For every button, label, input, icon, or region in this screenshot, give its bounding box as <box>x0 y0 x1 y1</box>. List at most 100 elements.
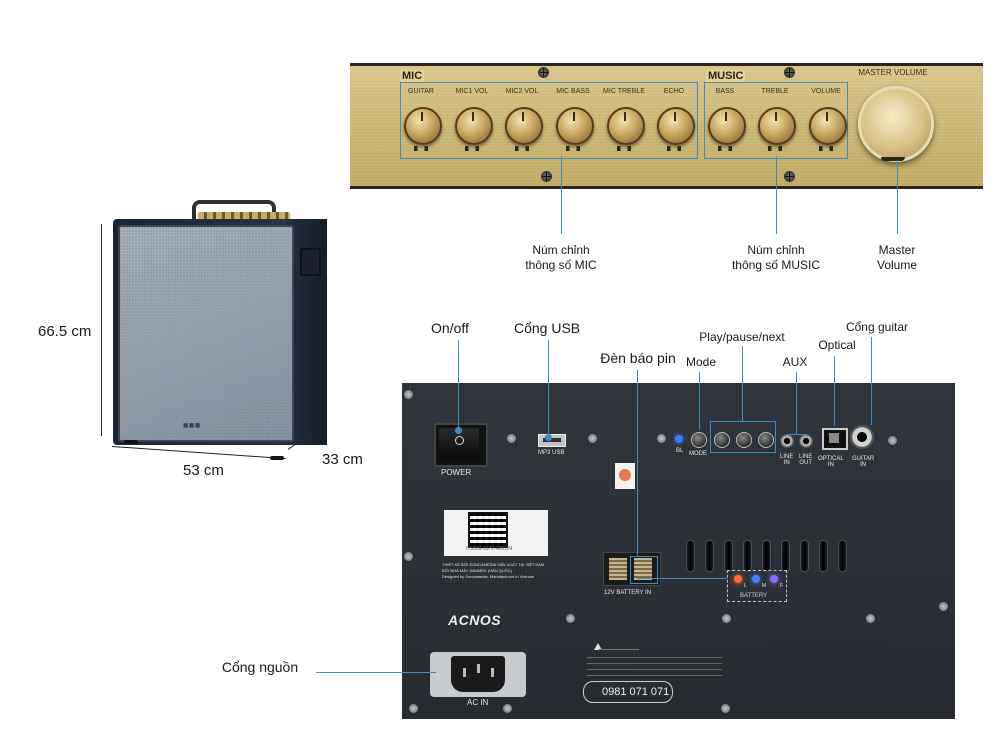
line-out-label-2: OUT <box>799 460 812 466</box>
master-volume-label: MASTER VOLUME <box>858 68 928 77</box>
spec-line: Designed by Soncamedia, Manufactured in … <box>442 574 535 579</box>
knob-scale <box>555 146 591 151</box>
callout-master: Master Volume <box>857 243 937 273</box>
callout-line-onoff <box>458 340 459 430</box>
callout-power: Cổng nguồn <box>221 659 299 675</box>
callout-dot <box>455 427 462 434</box>
callout-master-line1: Master <box>878 243 916 257</box>
knob-scale <box>707 146 743 151</box>
sticker <box>615 463 635 489</box>
mic-bass-knob[interactable] <box>556 107 594 145</box>
mic2-vol-knob[interactable] <box>505 107 543 145</box>
callout-line-mode <box>699 372 700 430</box>
echo-knob[interactable] <box>657 107 695 145</box>
battery-led-l-label: L <box>744 583 747 589</box>
battery-led-low <box>734 575 742 583</box>
optical-port[interactable] <box>822 428 848 450</box>
bass-knob[interactable] <box>708 107 746 145</box>
optical-label-2: IN <box>827 462 834 468</box>
knob-scale <box>757 146 793 151</box>
callout-line-guitar <box>871 337 872 425</box>
power-symbol-icon <box>455 436 464 445</box>
vent-slot <box>686 540 695 572</box>
knob-label-bass: BASS <box>715 88 735 95</box>
optical-label-1: OPTICAL <box>818 456 844 462</box>
volume-knob[interactable] <box>809 107 847 145</box>
callout-battery-led: Đèn báo pin <box>600 350 676 366</box>
callout-line-aux <box>796 372 797 434</box>
ac-socket <box>451 656 505 692</box>
master-volume-knob[interactable] <box>858 86 934 162</box>
music-group-label: MUSIC <box>706 70 746 82</box>
callout-line-battery-h <box>637 578 727 579</box>
knob-label-treble: TREBLE <box>761 88 789 95</box>
terminal-wire <box>609 558 627 580</box>
width-label: 53 cm <box>183 462 224 479</box>
callout-line-music <box>776 156 777 234</box>
mic-treble-knob[interactable] <box>607 107 645 145</box>
knob-scale <box>504 146 540 151</box>
mic1-vol-knob[interactable] <box>455 107 493 145</box>
line-in-label: LINE IN <box>780 454 793 466</box>
battery-led-mid <box>752 575 760 583</box>
callout-aux: AUX <box>782 355 808 369</box>
ac-in-label: AC IN <box>467 698 489 707</box>
treble-knob[interactable] <box>758 107 796 145</box>
callout-line-optical <box>834 356 835 426</box>
battery-terminal-box <box>630 556 658 584</box>
vent-slot <box>762 540 771 572</box>
ac-pin <box>491 668 494 677</box>
screw-icon <box>721 704 730 713</box>
screw-icon <box>657 434 666 443</box>
usb-port[interactable] <box>538 434 566 447</box>
master-volume-indicator <box>881 157 905 161</box>
mic-group-box <box>400 82 698 159</box>
callout-guitar: Cổng guitar <box>845 320 909 334</box>
screw-icon <box>404 390 413 399</box>
line-in-jack[interactable] <box>780 434 794 448</box>
hotline-number: 0981 071 071 <box>602 686 670 698</box>
knob-scale <box>454 146 490 151</box>
next-button[interactable] <box>758 432 774 448</box>
vent-slot <box>800 540 809 572</box>
knob-label-guitar: GUITAR <box>408 88 434 95</box>
battery-led-box <box>727 570 787 602</box>
callout-optical: Optical <box>818 338 856 352</box>
mode-label: MODE <box>689 451 707 457</box>
optical-label: OPTICAL IN <box>818 456 844 468</box>
callout-line-power <box>316 672 436 673</box>
mode-button[interactable] <box>691 432 707 448</box>
callout-line-battery <box>637 370 638 556</box>
vent-slot <box>838 540 847 572</box>
spec-line: THIẾT KẾ BỞI SONCAMEDIA SẢN XUẤT TẠI VIỆ… <box>442 562 545 567</box>
callout-dot <box>545 434 552 441</box>
line-out-label: LINE OUT <box>799 454 812 466</box>
battery-label: BATTERY <box>740 593 768 599</box>
guitar-knob[interactable] <box>404 107 442 145</box>
spec-text: THIẾT KẾ BỞI SONCAMEDIA SẢN XUẤT TẠI VIỆ… <box>442 562 577 580</box>
screw-icon <box>503 704 512 713</box>
screw-icon <box>722 614 731 623</box>
line-out-jack[interactable] <box>799 434 813 448</box>
callout-mic: Núm chỉnh thông số MIC <box>511 243 611 273</box>
previous-button[interactable] <box>714 432 730 448</box>
screw-icon <box>507 434 516 443</box>
serial-number: CS559-0672-420124 <box>466 546 513 552</box>
play-pause-button[interactable] <box>736 432 752 448</box>
usb-port-label: MP3 USB <box>538 450 565 456</box>
warning-icon <box>594 643 602 650</box>
knob-scale <box>808 146 844 151</box>
vent-slot <box>781 540 790 572</box>
guitar-label-1: GUITAR <box>852 456 875 462</box>
callout-master-line2: Volume <box>876 258 918 272</box>
knob-label-echo: ECHO <box>663 88 685 95</box>
knob-scale <box>403 146 439 151</box>
guitar-jack[interactable] <box>850 425 874 449</box>
speaker-grill <box>118 225 294 442</box>
callout-play: Play/pause/next <box>699 330 785 344</box>
knob-label-mic-bass: MIC BASS <box>556 88 590 95</box>
speaker-bass-port <box>300 248 321 276</box>
warning-text <box>587 645 722 676</box>
speaker-top-knobs <box>198 212 290 220</box>
knob-label-mic1-vol: MIC1 VOL <box>455 88 489 95</box>
